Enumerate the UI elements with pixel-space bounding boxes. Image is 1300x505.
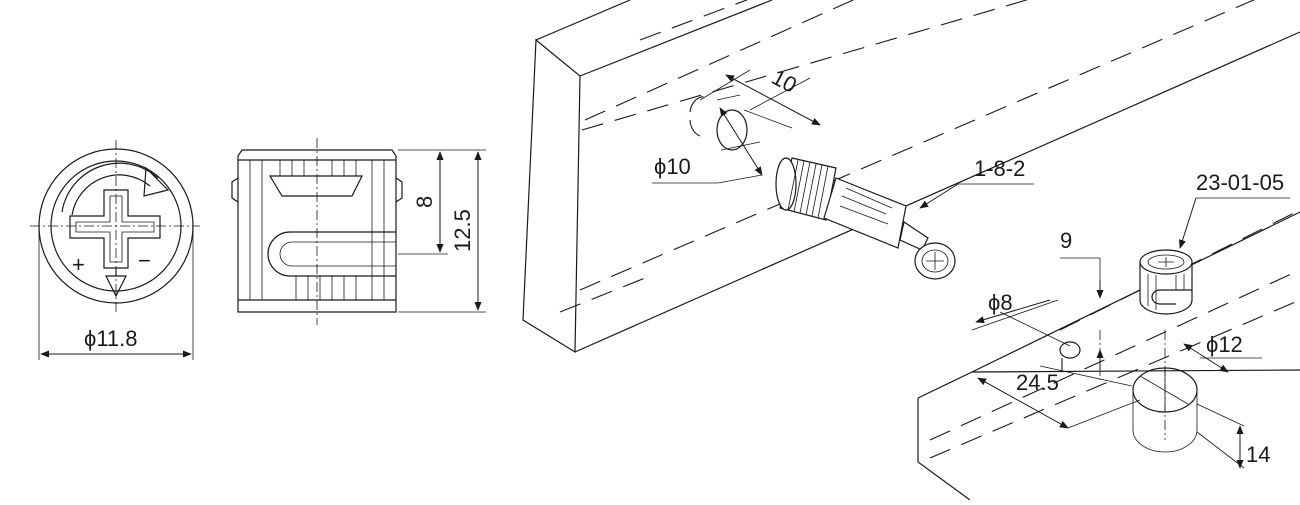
cam-part-number-label: 23-01-05 bbox=[1196, 170, 1284, 195]
cam-inner-height-label: 8 bbox=[412, 196, 437, 208]
plus-sign: + bbox=[72, 252, 85, 277]
connecting-bolt: 1-8-2 bbox=[775, 156, 1034, 280]
bolt-hole-diameter-label: ϕ10 bbox=[654, 154, 691, 179]
cam-side-view: 8 12.5 bbox=[231, 138, 486, 325]
cam-height-label: 12.5 bbox=[450, 209, 475, 252]
bolt-hole-depth-label: 10 bbox=[768, 64, 801, 98]
edge-offset-label: 9 bbox=[1060, 228, 1072, 253]
cam-diameter-label: ϕ11.8 bbox=[84, 326, 138, 351]
cam-front-view: + − ϕ11.8 bbox=[30, 140, 200, 360]
cam-3d: 23-01-05 bbox=[1139, 170, 1290, 315]
lower-bores: ϕ8 9 24.5 ϕ12 14 bbox=[971, 228, 1270, 469]
bolt-part-number-label: 1-8-2 bbox=[974, 156, 1025, 181]
cam-bore-depth-label: 14 bbox=[1246, 442, 1270, 467]
minus-sign: − bbox=[138, 248, 151, 273]
bore-diameter-small-label: ϕ8 bbox=[988, 290, 1013, 315]
cam-bore-diameter-label: ϕ12 bbox=[1206, 332, 1243, 357]
upper-board bbox=[522, 0, 1300, 354]
bore-distance-label: 24.5 bbox=[1016, 370, 1059, 395]
